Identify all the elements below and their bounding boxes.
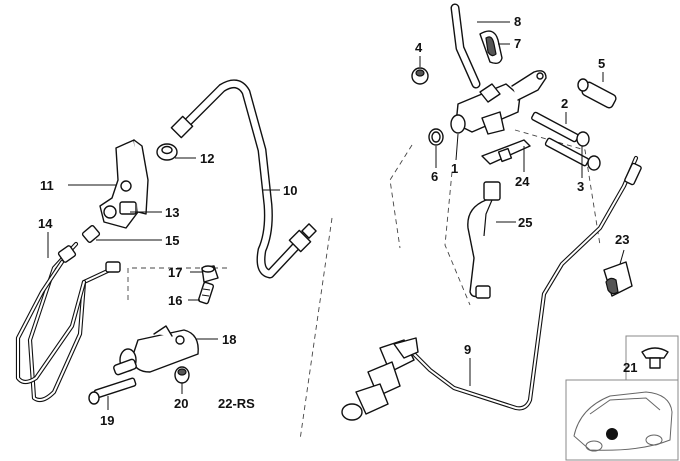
label-2: 2: [561, 96, 568, 111]
label-24: 24: [515, 174, 530, 189]
label-22-rs: 22-RS: [218, 396, 255, 411]
grommet-12: [156, 143, 178, 161]
clip-13: [119, 201, 137, 215]
location-marker-icon: [606, 428, 618, 440]
fitting-15: [81, 225, 101, 243]
group-outlines: [127, 129, 601, 441]
cap-17: [201, 265, 219, 283]
label-5: 5: [598, 56, 605, 71]
label-11: 11: [40, 178, 54, 193]
label-23: 23: [615, 232, 629, 247]
bleed-screw-16: [197, 281, 215, 305]
hose-8: [450, 3, 481, 89]
nut-20: [174, 366, 190, 384]
label-25: 25: [518, 215, 532, 230]
label-17: 17: [168, 265, 182, 280]
inset-box-21: [625, 335, 679, 381]
master-cylinder-1: [450, 70, 547, 135]
label-13: 13: [165, 205, 179, 220]
label-16: 16: [168, 293, 182, 308]
label-12: 12: [200, 151, 214, 166]
label-9: 9: [464, 342, 471, 357]
label-21: 21: [623, 360, 637, 375]
label-14: 14: [38, 216, 53, 231]
bolt-3: [544, 137, 601, 171]
grommet-4: [411, 67, 429, 85]
label-15: 15: [165, 233, 179, 248]
label-1: 1: [451, 161, 458, 176]
label-19: 19: [100, 413, 114, 428]
cable-switch-25: [467, 181, 501, 299]
connector-hose-end: [341, 337, 419, 421]
sensor-bracket-24: [481, 139, 531, 165]
pipe-9: [409, 155, 642, 411]
label-4: 4: [415, 40, 423, 55]
clamp-7: [479, 30, 503, 65]
sleeve-5: [577, 78, 617, 109]
bracket-11: [99, 139, 149, 229]
label-6: 6: [431, 169, 438, 184]
label-3: 3: [577, 179, 584, 194]
leader-lines: [47, 21, 625, 410]
label-7: 7: [514, 36, 521, 51]
bolt-2: [531, 111, 590, 147]
label-20: 20: [174, 396, 188, 411]
label-10: 10: [283, 183, 297, 198]
car-locator-inset: [565, 379, 679, 461]
holder-23: [603, 261, 633, 297]
bolt-19: [88, 377, 137, 405]
label-8: 8: [514, 14, 521, 29]
hose-10: [170, 79, 317, 279]
seal-ring-6: [428, 128, 444, 146]
pipe-14: [15, 241, 121, 403]
part-labels: 8 7 4 5 2 1 6 3 24 25 11 12 13 15 14 10 …: [38, 14, 637, 428]
label-18: 18: [222, 332, 236, 347]
slave-cylinder-18: [113, 325, 199, 376]
